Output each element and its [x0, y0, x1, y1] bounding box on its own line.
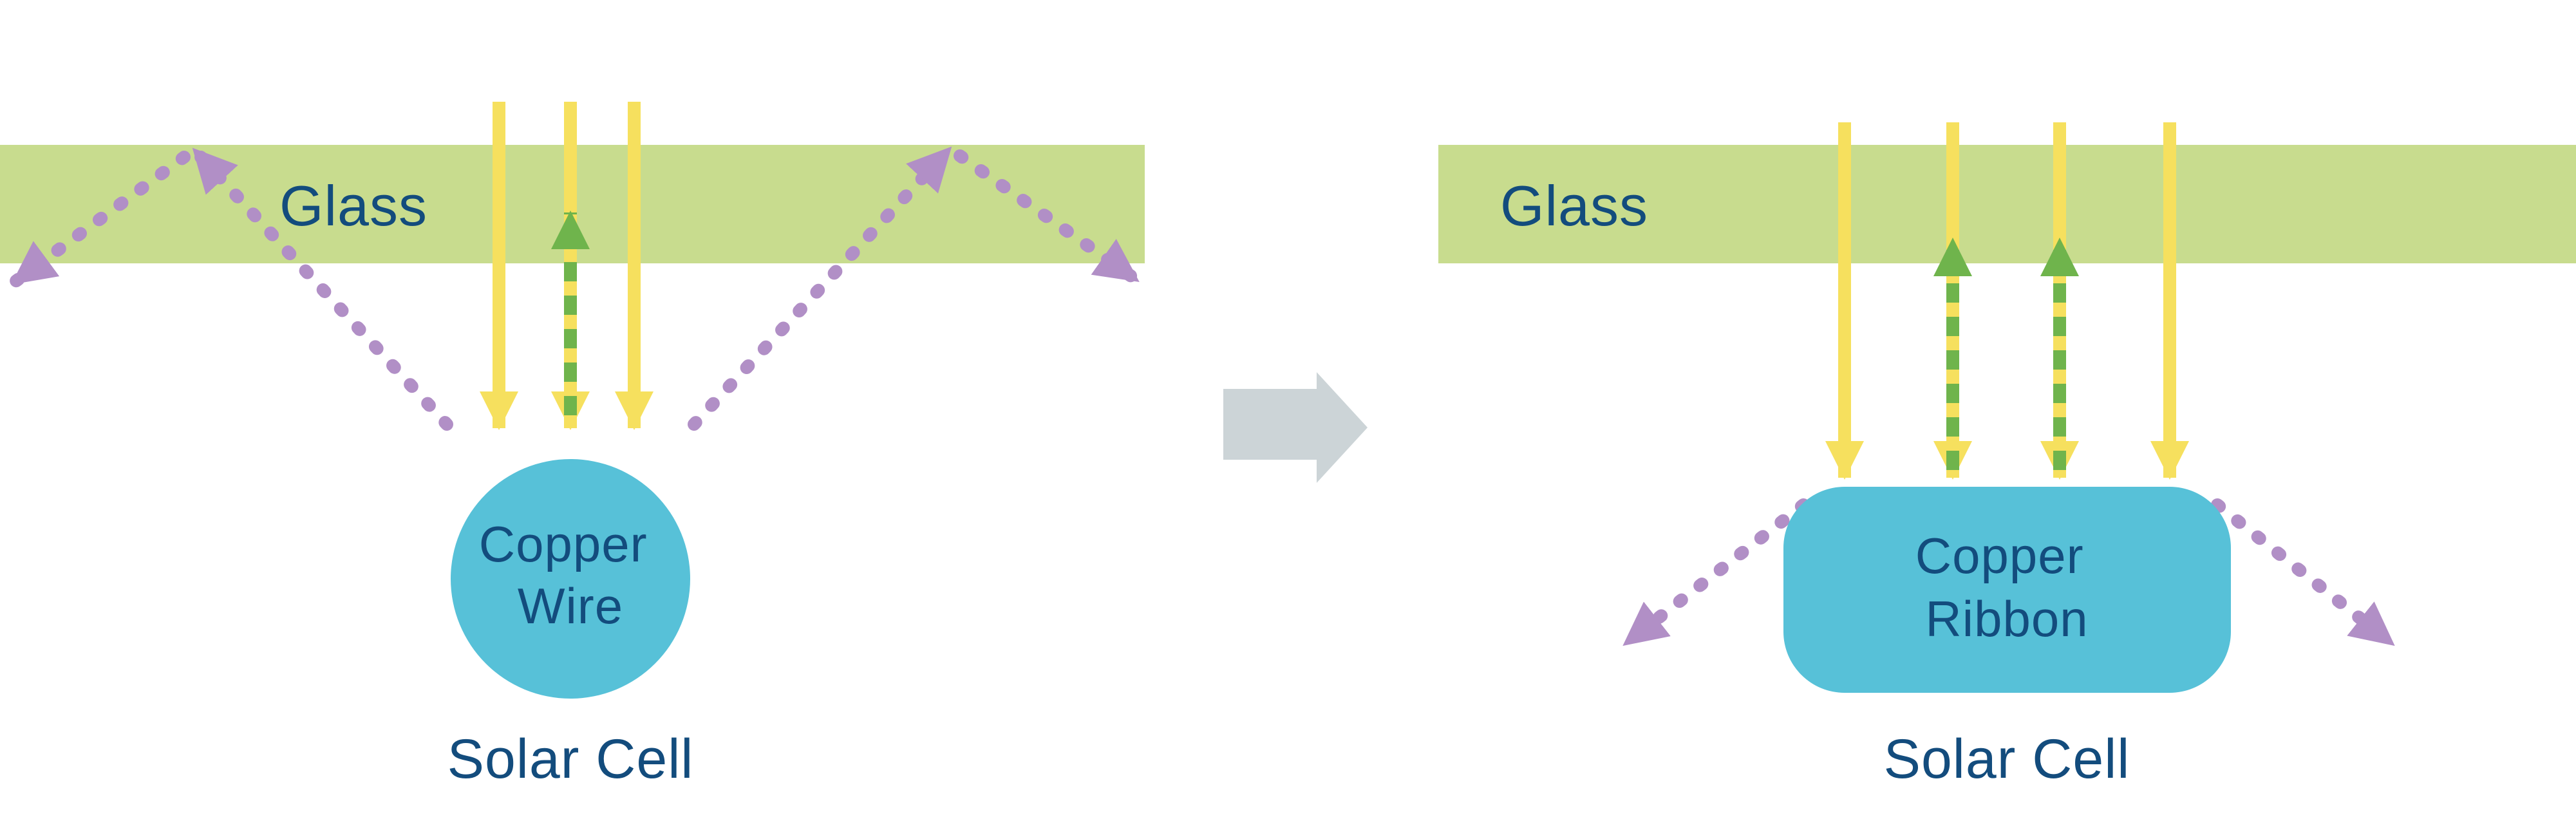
- solar-cell-label: Solar Cell: [447, 728, 694, 790]
- left-panel: Copper Wire Glass Solar Cell: [0, 102, 1145, 790]
- copper-ribbon-shape: [1783, 487, 2231, 693]
- copper-ribbon-label-line2: Ribbon: [1925, 590, 2088, 647]
- scatter-ray: [187, 143, 453, 431]
- right-panel: Copper Ribbon Glass Solar Cell: [1438, 122, 2576, 790]
- scatter-ray: [6, 151, 191, 290]
- copper-wire-label-line2: Wire: [518, 578, 623, 634]
- scatter-arrow-icon: [1618, 498, 1810, 651]
- scatter-ray: [954, 149, 1144, 287]
- transition-arrow-icon: [1223, 372, 1368, 483]
- glass-layer: [1438, 145, 2576, 263]
- scatter-arrow-icon: [688, 142, 1144, 431]
- copper-ribbon-label: Copper Ribbon: [1915, 527, 2099, 647]
- copper-ribbon-label-line1: Copper: [1915, 527, 2084, 584]
- copper-wire-shape: [451, 459, 690, 699]
- glass-label: Glass: [1500, 174, 1648, 238]
- copper-wire-label: Copper Wire: [479, 516, 663, 634]
- copper-wire-label-line1: Copper: [479, 516, 648, 572]
- scatter-arrow-icon: [2211, 498, 2400, 651]
- scatter-arrow-icon: [6, 143, 453, 431]
- scatter-ray: [688, 142, 957, 431]
- solar-cell-label: Solar Cell: [1884, 728, 2130, 790]
- glass-label: Glass: [279, 174, 428, 238]
